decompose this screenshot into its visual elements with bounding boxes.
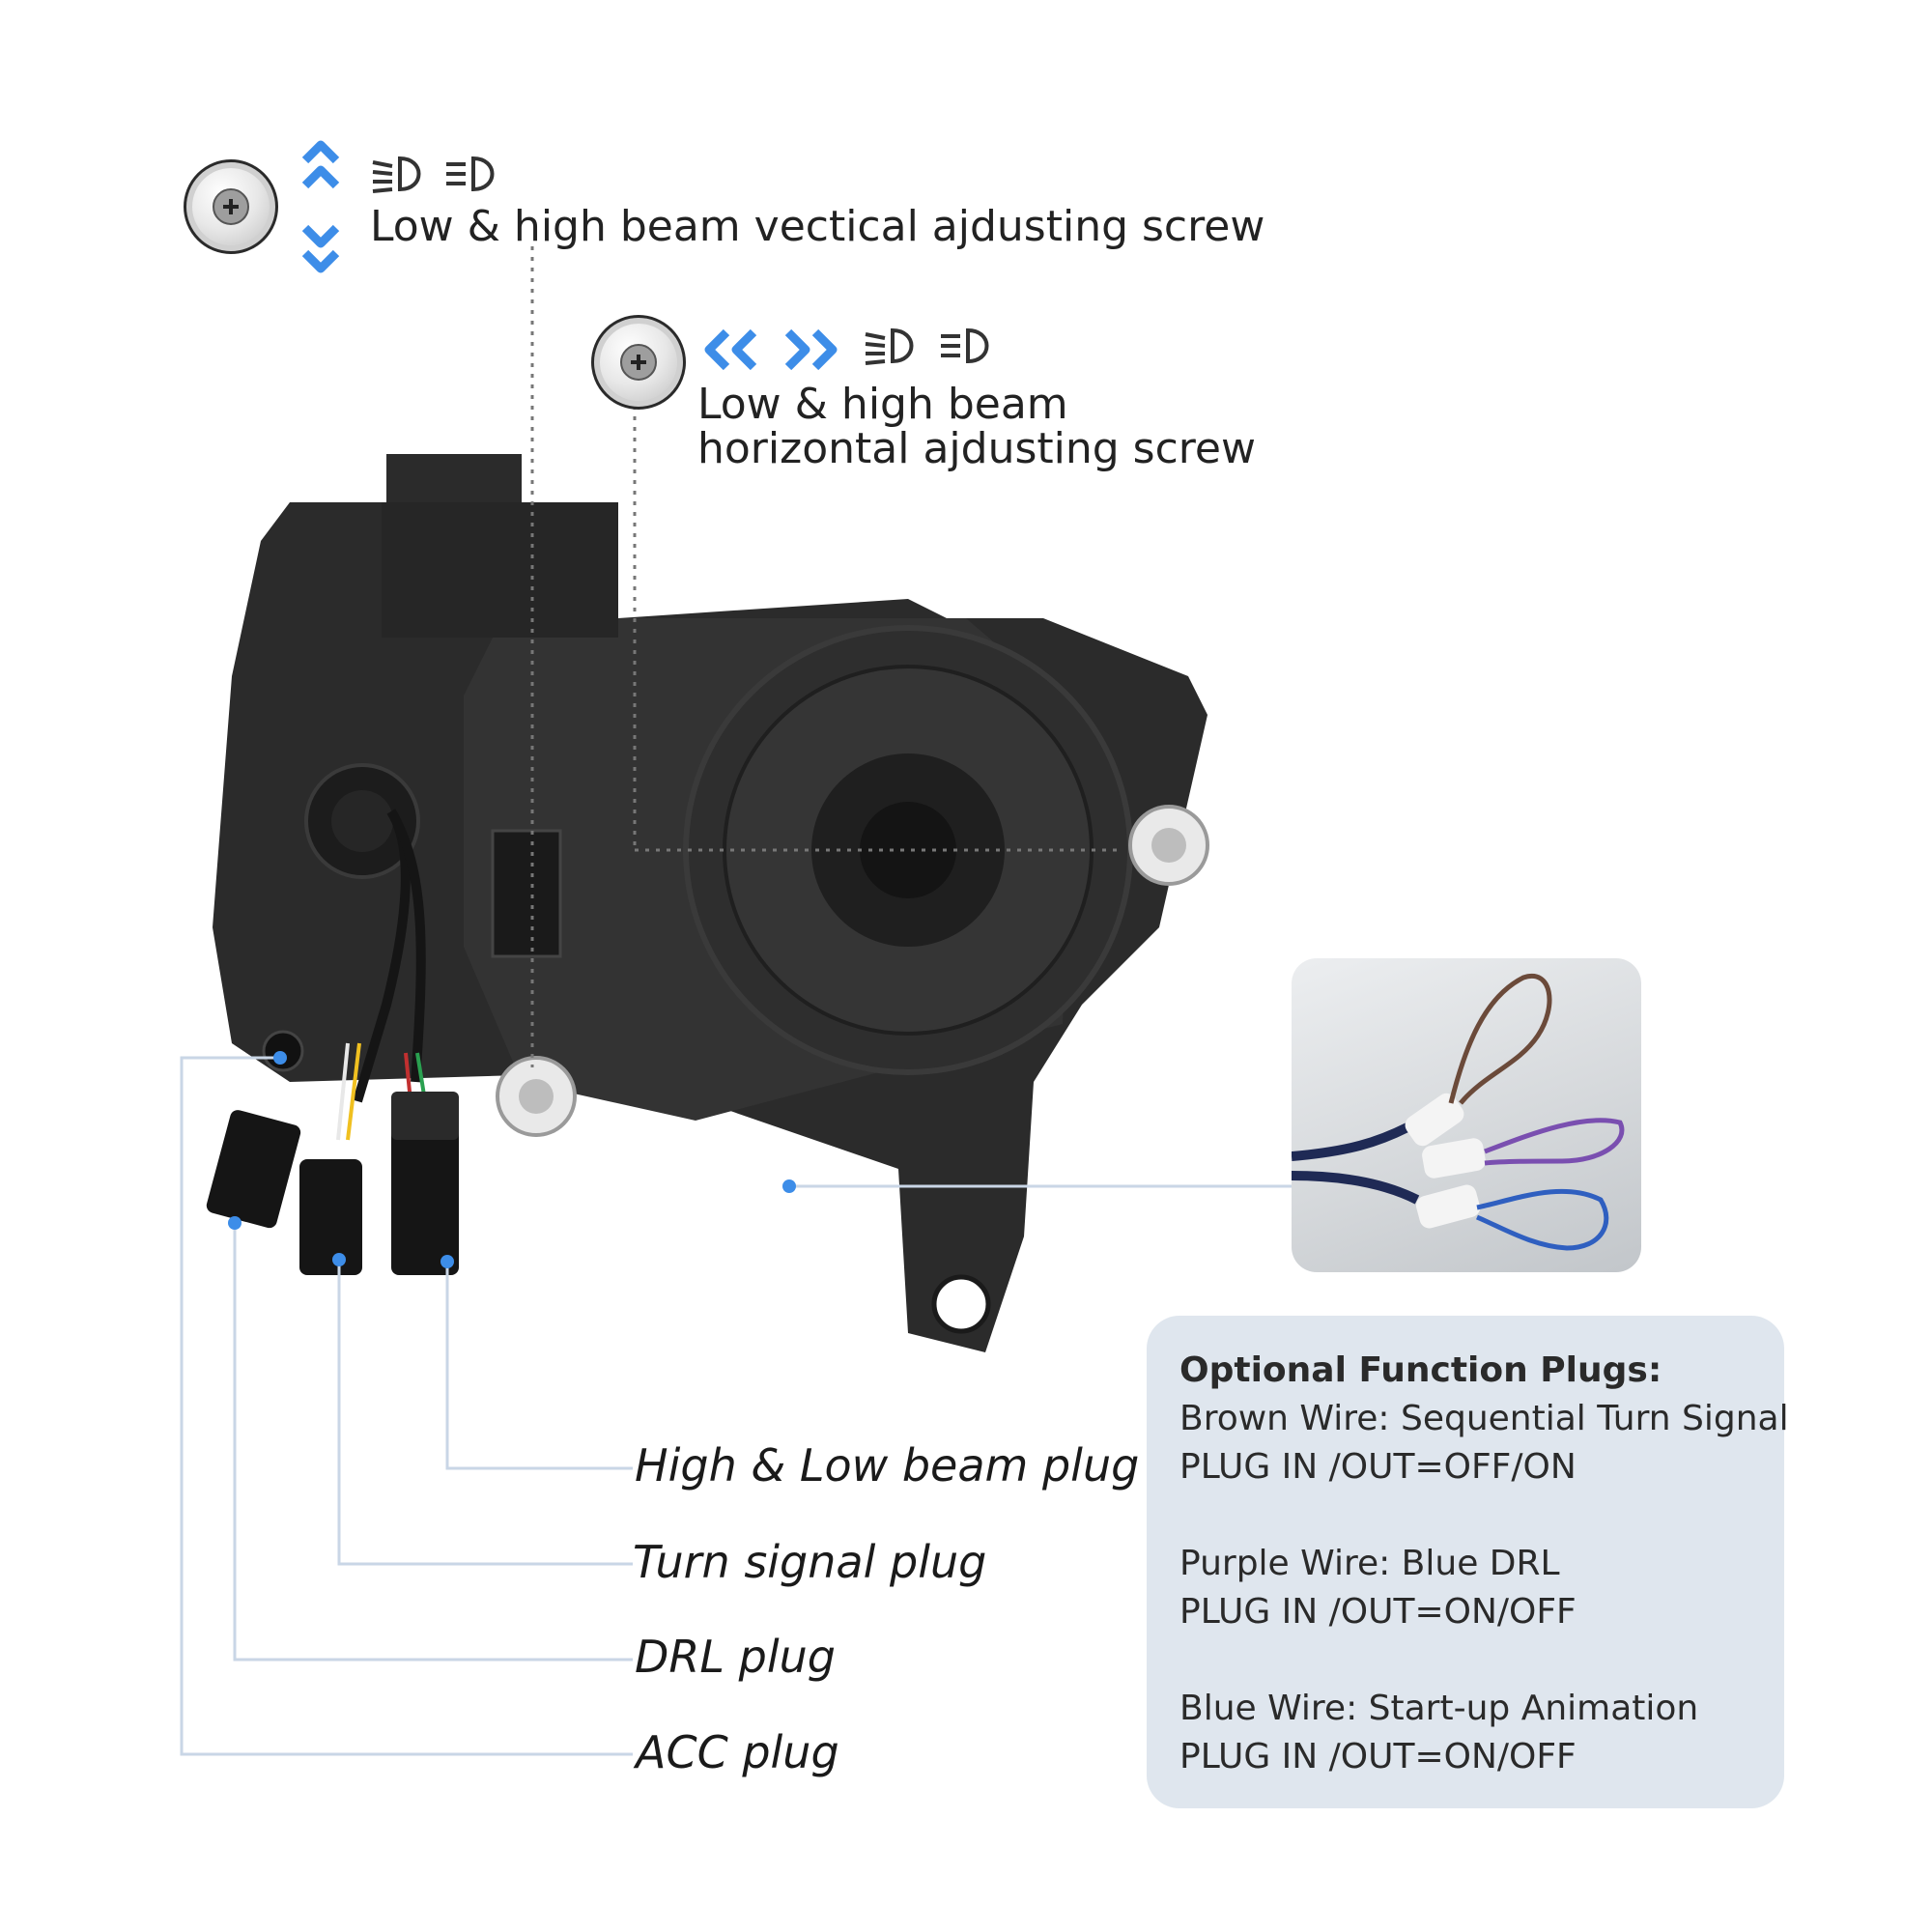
drl-plug-label: DRL plug (635, 1631, 836, 1683)
brown-wire-line2: PLUG IN /OUT=OFF/ON (1179, 1447, 1577, 1487)
optional-wires-photo (1292, 958, 1641, 1272)
purple-wire-line2: PLUG IN /OUT=ON/OFF (1179, 1592, 1577, 1632)
vertical-screw-label: Low & high beam vectical ajdusting screw (370, 202, 1265, 251)
optional-plugs-title: Optional Function Plugs: (1179, 1350, 1662, 1390)
horizontal-screw-label-line2: horizontal ajdusting screw (697, 424, 1256, 473)
high-beam-icon (941, 327, 989, 364)
horizontal-screw-icon (591, 315, 686, 410)
horizontal-screw-label: Low & high beam horizontal ajdusting scr… (697, 383, 1256, 471)
chevron-right-double-icon (784, 328, 838, 371)
chevron-up-double-icon (301, 140, 340, 189)
brown-wire-line1: Brown Wire: Sequential Turn Signal (1179, 1399, 1789, 1438)
vertical-screw-icon (184, 159, 278, 254)
high-beam-icon (446, 156, 495, 192)
turn-signal-plug-label: Turn signal plug (633, 1536, 987, 1588)
chevron-down-double-icon (301, 224, 340, 273)
chevron-left-double-icon (704, 328, 757, 371)
high-low-beam-plug-label: High & Low beam plug (635, 1439, 1140, 1492)
low-beam-icon (865, 327, 914, 365)
low-beam-icon (372, 156, 421, 193)
acc-plug-label: ACC plug (636, 1726, 839, 1778)
purple-wire-line1: Purple Wire: Blue DRL (1179, 1544, 1560, 1583)
blue-wire-line2: PLUG IN /OUT=ON/OFF (1179, 1737, 1577, 1776)
optional-function-plugs-panel: Optional Function Plugs: Brown Wire: Seq… (1147, 1316, 1789, 1808)
blue-wire-line1: Blue Wire: Start-up Animation (1179, 1689, 1699, 1728)
horizontal-screw-label-line1: Low & high beam (697, 380, 1068, 429)
